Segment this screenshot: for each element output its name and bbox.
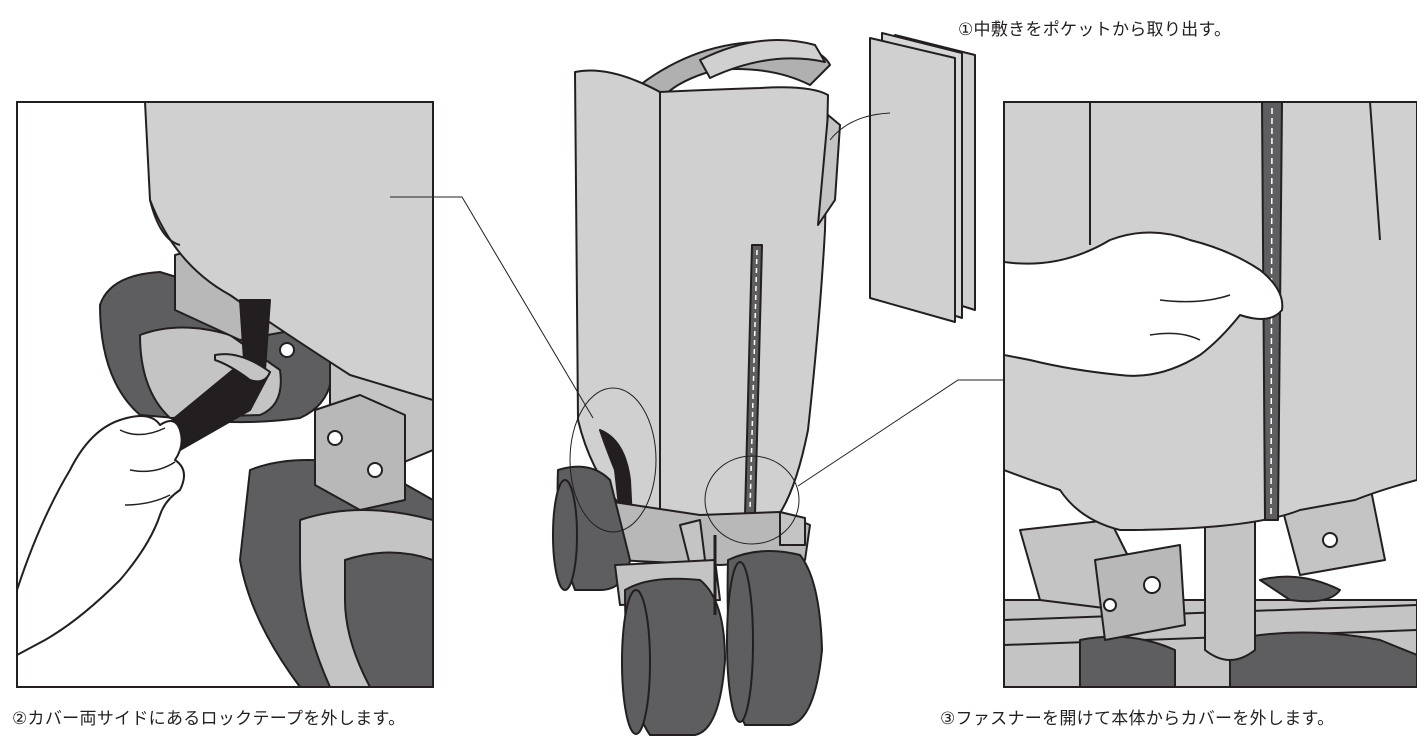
hand xyxy=(17,415,185,656)
insole-sheets xyxy=(869,32,976,323)
right-detail-panel xyxy=(1003,101,1417,688)
left-detail-panel xyxy=(16,101,434,688)
detail-circle-lock-tape xyxy=(569,387,657,533)
detail-circle-zipper xyxy=(704,455,800,545)
step-3-caption: ③ファスナーを開けて本体からカバーを外します。 xyxy=(940,709,1335,729)
wheel-large xyxy=(239,459,433,687)
right-hand xyxy=(1004,231,1284,377)
center-cart-illustration xyxy=(552,39,841,736)
lock-tape xyxy=(159,299,271,451)
step-2-caption: ②カバー両サイドにあるロックテープを外します。 xyxy=(12,709,406,729)
cart-cover-front xyxy=(659,86,829,536)
insole-pocket xyxy=(817,114,841,226)
cover-body xyxy=(144,102,433,401)
step-1-caption: ①中敷きをポケットから取り出す。 xyxy=(958,20,1232,40)
